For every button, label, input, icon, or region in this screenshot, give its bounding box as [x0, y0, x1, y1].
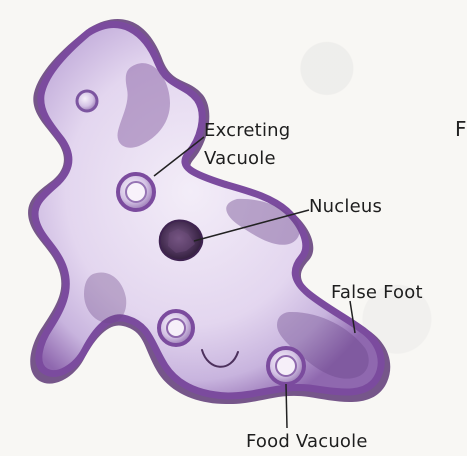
food-vacuole-leader-line — [286, 384, 287, 428]
food-vacuole-right-inner — [276, 356, 296, 376]
small-vacuole — [77, 91, 97, 111]
nucleus-label: Nucleus — [309, 196, 382, 218]
excreting-vacuole-inner — [126, 182, 146, 202]
false-foot-label: False Foot — [331, 282, 423, 304]
excreting-vacuole-label-line-1: Excreting — [204, 120, 290, 142]
corner-letter: F — [455, 118, 467, 140]
food-vacuole-label: Food Vacuole — [246, 431, 368, 453]
excreting-vacuole-label-line-2: Vacuole — [204, 148, 276, 170]
food-vacuole-left-inner — [167, 319, 185, 337]
